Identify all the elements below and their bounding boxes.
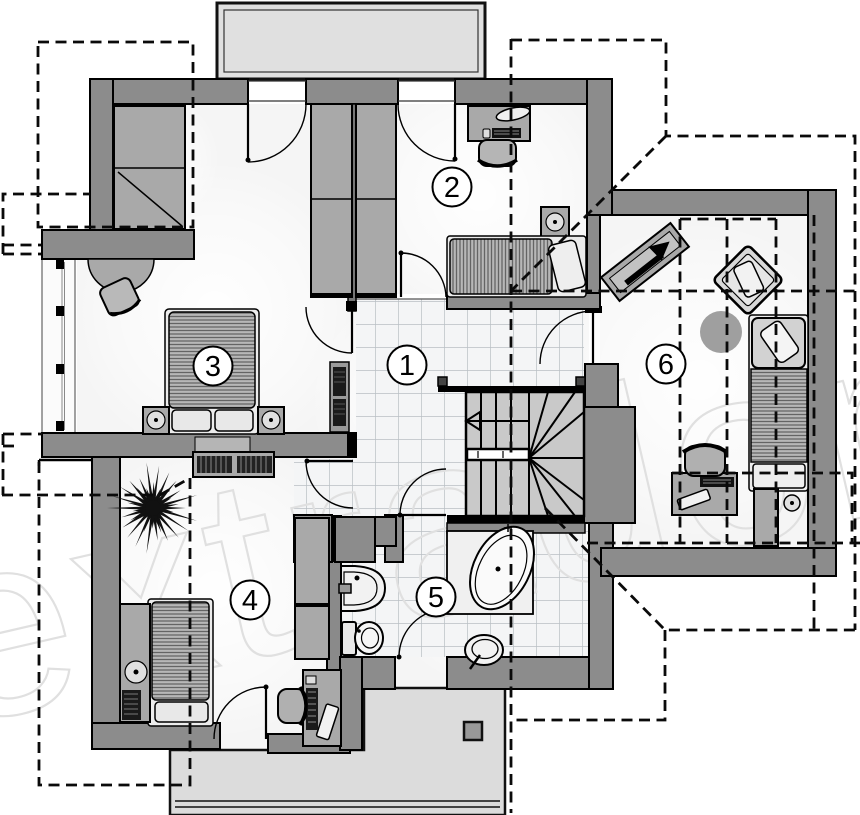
svg-text:2: 2	[444, 172, 460, 204]
svg-text:5: 5	[428, 582, 444, 614]
svg-text:1: 1	[399, 350, 415, 382]
svg-text:3: 3	[205, 351, 221, 383]
svg-text:6: 6	[658, 349, 674, 381]
svg-text:4: 4	[242, 585, 258, 617]
